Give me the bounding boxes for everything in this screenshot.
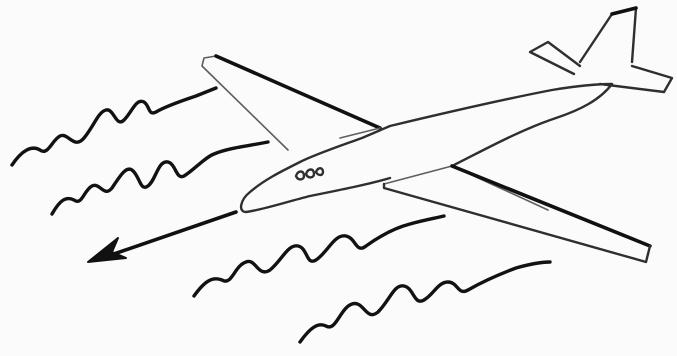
airflow-wave-4 — [300, 262, 550, 342]
horizontal-stabilizer-right — [600, 66, 672, 92]
tail-fin — [580, 8, 636, 62]
airflow-wave-2 — [52, 142, 268, 214]
tail-fin-leading-edge — [612, 8, 636, 14]
airflow-wave-3 — [194, 216, 444, 296]
direction-arrow-shaft — [108, 212, 236, 256]
cockpit-windows — [296, 168, 323, 179]
horizontal-stabilizer-left — [530, 42, 580, 74]
left-wing-leading-edge — [216, 56, 380, 128]
fuselage — [241, 84, 612, 212]
airflow-wave-1 — [12, 88, 216, 165]
